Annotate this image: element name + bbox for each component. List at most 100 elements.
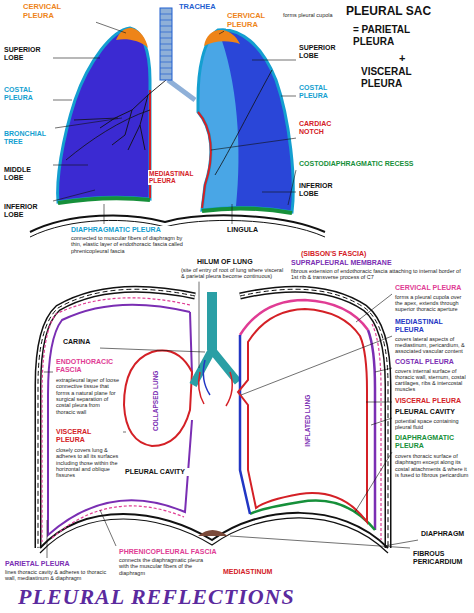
leader-line [371,418,392,425]
part-label: VISCERAL PLEURA [360,66,455,89]
part-label: SUPRAPLEURAL MEMBRANE [290,259,430,267]
part-label: DIAPHRAGMATIC PLEURA [70,226,190,234]
leader-line [100,348,205,352]
note-text: covers thoracic surface of diaphragm exc… [394,453,470,478]
part-label: LINGULA [226,226,266,234]
fissure [215,70,272,175]
diaphragmatic-pleura [250,501,375,530]
part-label: MIDDLE LOBE [3,166,51,182]
leader-line [384,540,418,546]
trachea [160,8,172,80]
leader-line [53,165,88,166]
leader-line [123,432,126,433]
part-label: PLEURAL CAVITY [124,468,192,476]
rib-cage [240,289,388,548]
top-lungs [30,8,325,237]
part-label: SUPERIOR LOBE [3,46,51,62]
phrenicopleural-fascia [52,506,184,538]
rib-cage [38,289,195,548]
leader-line [211,138,296,150]
parietal-pleura [48,305,192,535]
lung-label: COLLAPSED LUNG [152,369,159,431]
part-label: CARINA [62,338,98,346]
part-label: + [398,52,414,65]
leader-line [232,204,233,224]
part-label: MEDIASTINUM [222,568,282,576]
note-text: forms a pleural cupola over the apex, ex… [394,294,470,313]
part-label: = PARIETAL PLEURA [352,24,452,47]
collapsed-lung [124,351,192,446]
part-label: DIAPHRAGM [420,530,470,538]
bronchial-tree [100,80,166,150]
note-text: closely covers lung & adheres to all its… [55,447,122,479]
part-label: FIBROUS PERICARDIUM [412,550,470,566]
part-label: CERVICAL PLEURA [226,12,276,29]
part-label: COSTODIAPHRAGMATIC RECESS [298,160,468,168]
leader-line [47,520,48,558]
leader-line [230,536,410,548]
rib-cage [38,289,195,548]
note-text: covers lateral aspects of mediastinum, p… [394,336,470,355]
part-label: VISCERAL PLEURA [394,397,470,405]
fibrous-pericardium [198,530,228,536]
rib-cage [240,289,388,548]
part-label: COSTAL PLEURA [3,86,51,102]
note-text: potential space containing pleural fluid [394,418,470,431]
visceral-pleura [238,309,367,522]
leader-line [366,402,392,403]
fissure [66,110,150,160]
part-label: SUPERIOR LOBE [298,44,344,60]
part-label: INFERIOR LOBE [298,182,344,198]
leader-line [53,190,95,201]
rib-cage [38,289,195,548]
note-text: (site of entry of root of lung where vis… [180,267,285,280]
lung-label: INFLATED LUNG [304,393,311,447]
note-text: fibrous extension of endothoracic fascia… [290,268,468,281]
leader-line [100,510,116,546]
part-label: PLEURAL CAVITY [394,408,470,416]
note-text: lines thoracic cavity & adheres to thora… [4,569,116,582]
part-label: VISCERAL PLEURA [55,428,121,444]
note-text: connects the diaphragmatic pleura with t… [118,557,214,576]
part-label: COSTAL PLEURA [298,84,344,100]
part-label: ENDOTHORACIC FASCIA [55,358,121,374]
leader-line [199,282,200,368]
leader-line [356,294,392,322]
part-label: CARDIAC NOTCH [298,120,344,136]
part-label: COSTAL PLEURA [394,358,470,366]
part-label: MEDIASTINAL PLEURA [394,318,470,334]
part-label: HILUM OF LUNG [196,258,286,266]
cervical-cap [204,30,240,46]
leader-line [219,31,224,34]
leader-line [281,96,296,97]
part-label: BRONCHIAL TREE [3,130,53,146]
trachea-rings [160,14,172,74]
leader-line [44,372,53,373]
hilum-vessel [203,360,210,395]
leader-line [288,170,296,205]
leader-line [241,336,392,395]
leader-line [53,100,72,101]
note-text: extrapleural layer of loose connective t… [55,377,121,415]
part-label: PARIETAL PLEURA [4,560,104,568]
leader-line [55,118,122,128]
part-label: CERVICAL PLEURA [394,284,470,292]
right-lung [198,30,293,212]
part-label: PHRENICOPLEURAL FASCIA [118,548,236,556]
leader-line [104,204,105,224]
costodiaphragmatic-line [202,209,292,213]
diaphragm [40,513,388,548]
leader-line [96,22,126,33]
leader-line [252,60,296,61]
part-label: INFERIOR LOBE [3,203,51,219]
bronchus [168,80,195,100]
rib-cage [240,289,388,548]
part-label: MEDIASTINAL PLEURA [148,170,200,185]
note-text: forms pleural cupola [282,12,336,18]
part-label: (SIBSON'S FASCIA) [300,250,410,258]
part-label: PLEURAL SAC [345,5,470,19]
cervical-pleura [240,300,368,335]
part-label: DIAPHRAGMATIC PLEURA [394,434,470,450]
costal-pleura [368,330,375,530]
